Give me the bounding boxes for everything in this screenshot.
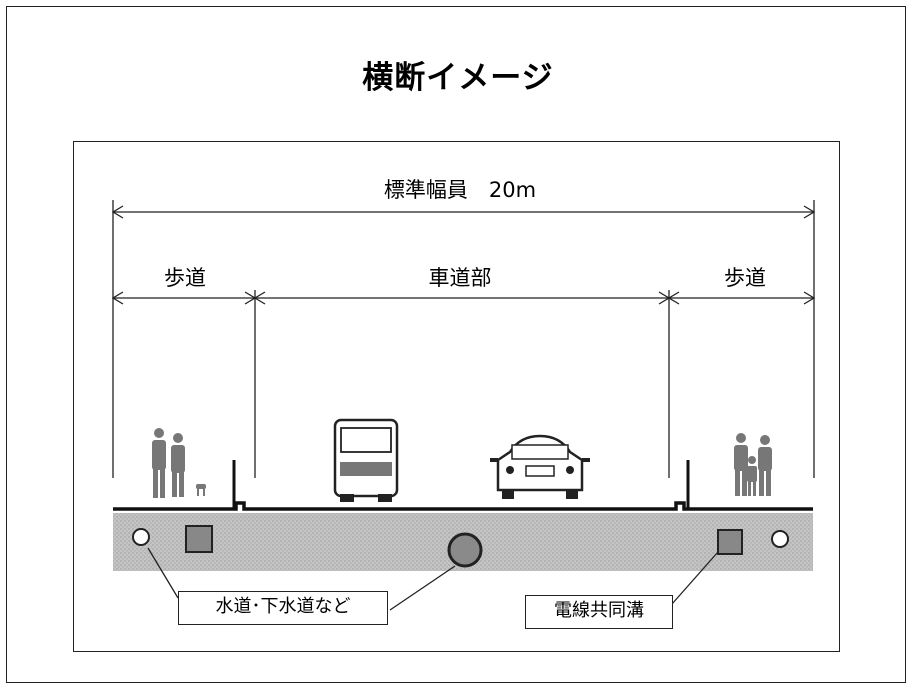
dimension-line-sidewalk-left bbox=[111, 291, 257, 305]
sidewalk-right-label: 歩道 bbox=[724, 266, 766, 290]
cable-conduit-callout: 電線共同溝 bbox=[525, 595, 673, 629]
dimension-line-total bbox=[111, 205, 816, 219]
total-width-label: 標準幅員 20m bbox=[383, 178, 537, 202]
dimension-line-roadway bbox=[253, 291, 671, 305]
car bbox=[490, 434, 590, 499]
outer-frame bbox=[6, 6, 906, 683]
diagram-title: 横断イメージ bbox=[362, 60, 554, 96]
roadway-label: 車道部 bbox=[428, 266, 492, 290]
road-surface bbox=[113, 501, 813, 511]
pedestrians-right bbox=[734, 433, 772, 496]
extension-lines bbox=[112, 200, 815, 478]
curb-posts bbox=[232, 460, 690, 508]
pedestrians-left bbox=[152, 428, 206, 498]
water-sewer-callout: 水道･下水道など bbox=[178, 591, 388, 625]
callout-leaders bbox=[147, 547, 719, 611]
utility-pipes bbox=[132, 525, 789, 568]
truck bbox=[333, 418, 399, 502]
diagram-panel bbox=[73, 141, 840, 652]
sidewalk-left-label: 歩道 bbox=[164, 266, 206, 290]
dimension-line-sidewalk-right bbox=[667, 291, 816, 305]
